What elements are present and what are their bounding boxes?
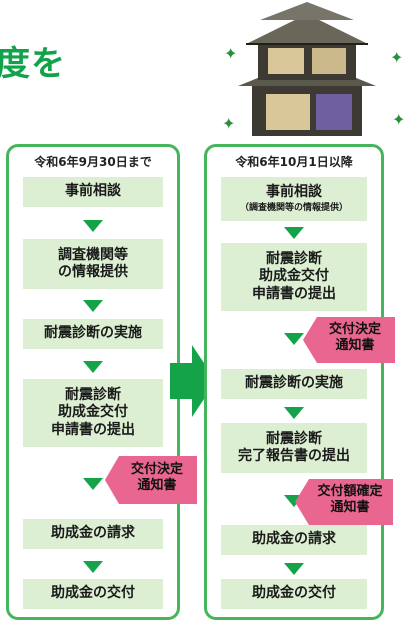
step-label: 助成金の請求 [51, 525, 135, 542]
step-box: 耐震診断の実施 [221, 369, 367, 399]
step-label: 調査機関等 の情報提供 [58, 246, 128, 281]
down-arrow-icon [83, 300, 103, 312]
page-title-fragment: 度を [0, 44, 66, 84]
notice-label: 交付額確定 通知書 [317, 484, 383, 515]
panel-heading: 令和6年9月30日まで [34, 155, 152, 169]
notice-badge: 交付決定 通知書 [303, 317, 395, 363]
step-box: 耐震診断 完了報告書の提出 [221, 423, 367, 473]
down-arrow-icon [284, 333, 304, 345]
step-label: 耐震診断の実施 [44, 325, 142, 342]
sparkle-icon: ✦ [390, 48, 404, 67]
step-label: 助成金の交付 [252, 585, 336, 602]
step-box: 助成金の交付 [221, 579, 367, 609]
step-box: 助成金の交付 [23, 579, 163, 609]
step-box: 調査機関等 の情報提供 [23, 239, 163, 289]
sparkle-icon: ✦ [224, 44, 238, 63]
step-box: 事前相談 [23, 177, 163, 207]
step-label: 助成金の請求 [252, 531, 336, 548]
flow-panel-before: 令和6年9月30日まで 事前相談 調査機関等 の情報提供 耐震診断の実施 耐震診… [6, 144, 197, 620]
down-arrow-icon [284, 227, 304, 239]
down-arrow-icon [284, 407, 304, 419]
sparkle-icon: ✦ [222, 114, 236, 133]
step-label: 耐震診断 助成金交付 申請書の提出 [51, 386, 135, 438]
notice-label: 交付決定 通知書 [130, 462, 183, 493]
down-arrow-icon [83, 361, 103, 373]
down-arrow-icon [83, 478, 103, 490]
step-label: 耐震診断 完了報告書の提出 [238, 430, 350, 465]
house-illustration [238, 2, 376, 136]
step-label: 助成金の交付 [51, 585, 135, 602]
step-label: 耐震診断 助成金交付 申請書の提出 [252, 250, 336, 302]
step-sublabel: （調査機関等の情報提供） [239, 202, 348, 213]
big-right-arrow-icon [170, 345, 216, 417]
step-box: 事前相談 （調査機関等の情報提供） [221, 177, 367, 221]
notice-badge: 交付決定 通知書 [105, 456, 197, 504]
down-arrow-icon [83, 220, 103, 232]
step-box: 耐震診断 助成金交付 申請書の提出 [221, 243, 367, 311]
down-arrow-icon [284, 563, 304, 575]
step-box: 耐震診断 助成金交付 申請書の提出 [23, 379, 163, 447]
sparkle-icon: ✦ [392, 110, 406, 129]
step-label: 耐震診断の実施 [245, 375, 343, 392]
step-label: 事前相談 [266, 184, 322, 201]
flow-panel-after: 令和6年10月1日以降 事前相談 （調査機関等の情報提供） 耐震診断 助成金交付… [204, 144, 395, 620]
step-box: 耐震診断の実施 [23, 319, 163, 349]
panel-heading: 令和6年10月1日以降 [235, 155, 353, 169]
down-arrow-icon [83, 561, 103, 573]
step-box: 助成金の請求 [23, 519, 163, 549]
notice-label: 交付決定 通知書 [328, 322, 381, 353]
notice-badge: 交付額確定 通知書 [295, 479, 393, 525]
step-label: 事前相談 [65, 183, 121, 200]
step-box: 助成金の請求 [221, 525, 367, 555]
